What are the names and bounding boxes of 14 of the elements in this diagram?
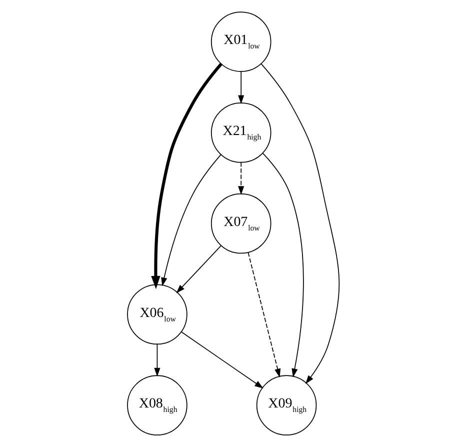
node-circle: X07$_{low}$ (210, 193, 271, 254)
arrow (180, 332, 263, 388)
arrow (160, 154, 221, 286)
arrow (262, 152, 304, 378)
arrow (238, 71, 244, 104)
node-circle: X01$_{low}$ (210, 12, 271, 72)
arrow (238, 162, 244, 195)
arrow (260, 64, 340, 384)
arrow (247, 252, 280, 378)
arrow (176, 245, 221, 294)
arrow (154, 344, 160, 377)
node-circle: X08$_{high}$ (126, 375, 187, 436)
arrow (150, 62, 222, 290)
node-circle: X21$_{high}$ (210, 102, 271, 163)
